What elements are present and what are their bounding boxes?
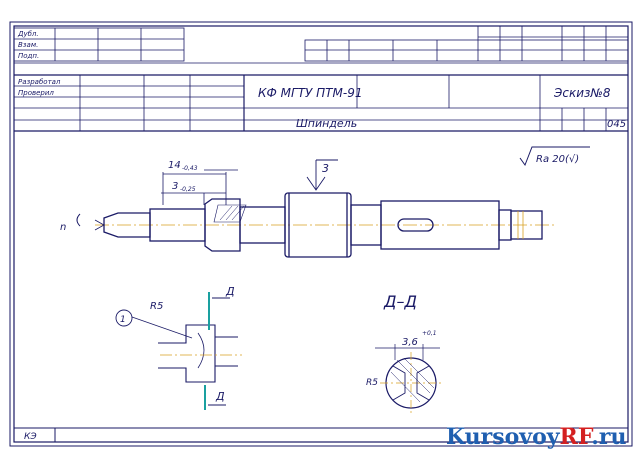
radius-label: R5 [150,301,163,312]
detail-view [131,316,242,383]
roughness-value: Ra 20(√) [536,154,579,165]
dim-length: 14 [168,160,181,171]
surface-mark-label: 3 [322,162,329,175]
watermark-part: .ru [591,424,626,450]
section-dim-tol: +0,1 [422,330,437,337]
section-radius-label: R5 [366,378,378,388]
rotation-arrow-icon [76,213,81,227]
callout-number: 1 [120,315,126,325]
top-right-grid [304,26,629,62]
inner-frame [13,25,629,443]
bottom-code: КЭ [24,432,37,442]
dim-length-tol: -0,43 [182,165,198,172]
header-row-label: Дубл. [17,30,39,38]
section-dim: 3,6 [402,337,418,348]
cut-zone [213,204,247,223]
section-view [375,344,442,414]
cutter-tip-icon [94,219,105,231]
sheet-code: 045 [607,119,626,130]
section-title: Д–Д [383,292,417,311]
surface-mark [306,159,338,191]
header-row-label: Подп. [18,52,39,60]
organization-label: КФ МГТУ ПТМ-91 [258,86,362,100]
checked-label: Проверил [18,89,54,97]
title-block [14,75,628,132]
part-name: Шпиндель [296,117,357,130]
watermark-part: Kursovoy [446,424,561,450]
callout-circle [115,309,133,327]
section-letter: Д [225,285,235,298]
spindle-shaft [95,192,555,258]
rotation-label: n [60,222,66,233]
dim-short-tol: -0,25 [180,186,196,193]
watermark-part: RF [560,424,594,450]
watermark-logo: KursovoyRF.ru [446,424,626,450]
hatching [219,205,245,221]
outer-frame [9,21,633,447]
section-letter: Д [215,390,225,403]
roughness-symbol [519,146,590,167]
developed-label: Разработал [18,78,61,86]
sketch-label: Эскиз№8 [553,86,611,100]
header-row-label: Взам. [18,41,38,49]
dim-short: 3 [172,181,178,192]
revision-table [13,27,185,62]
